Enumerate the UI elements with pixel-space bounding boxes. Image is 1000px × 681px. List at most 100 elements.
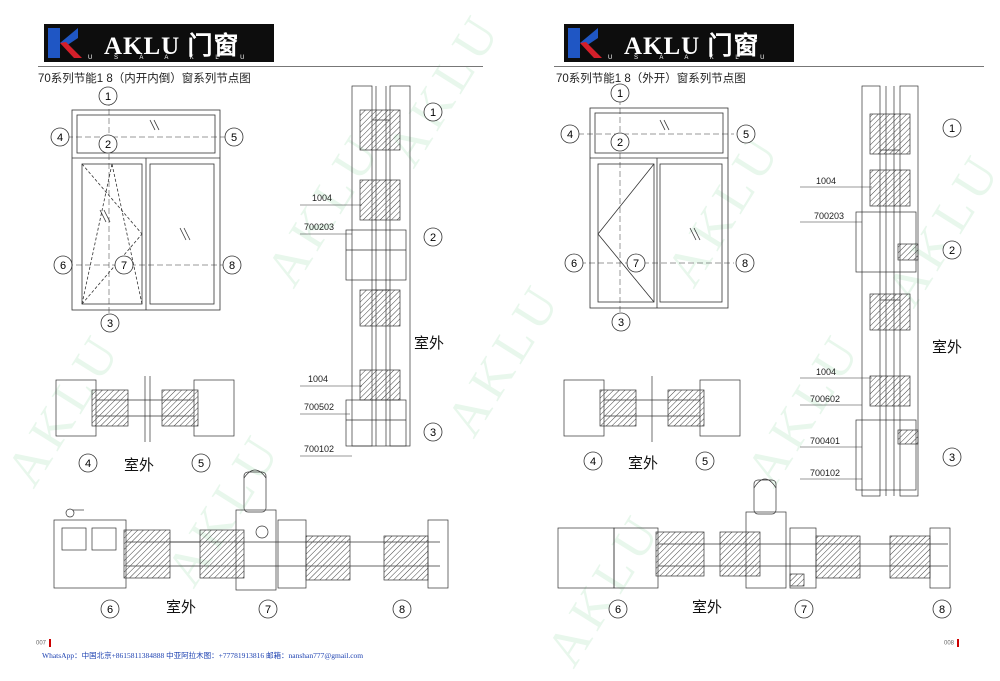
callout-bottom-6: 6 (100, 599, 120, 619)
horizontal-section-bottom (557, 478, 951, 589)
header-rule (554, 66, 984, 67)
part-label: 1004 (308, 374, 328, 384)
brand-logo: AKLU 门窗 U S A A K L U (44, 24, 274, 62)
svg-text:8: 8 (742, 258, 748, 270)
callout-bottom-8: 8 (392, 599, 412, 619)
vertical-section (345, 85, 411, 447)
outside-label: 室外 (166, 598, 196, 616)
page-outward-opening: AKLU 门窗 U S A A K L U 70系列节能1 8（外开）窗系列节点… (500, 0, 1000, 681)
page-number: 007 (36, 639, 54, 647)
aklu-k-icon (568, 28, 602, 58)
svg-text:3: 3 (949, 452, 955, 464)
part-labels: 1004 700203 1004 700502 700102 (300, 193, 362, 457)
header-rule (38, 66, 483, 67)
part-label: 700203 (814, 211, 844, 221)
horizontal-section-top (55, 376, 235, 442)
svg-text:3: 3 (618, 317, 624, 329)
part-label: 700401 (810, 436, 840, 446)
svg-text:8: 8 (399, 604, 405, 616)
svg-text:6: 6 (60, 260, 66, 272)
outside-label: 室外 (414, 334, 444, 352)
callout-bottom-7: 7 (794, 599, 814, 619)
callout-section-3: 3 (423, 422, 443, 442)
svg-text:4: 4 (85, 458, 91, 470)
aklu-k-icon (48, 28, 82, 58)
svg-text:1: 1 (430, 107, 436, 119)
callout-bottom-8: 8 (932, 599, 952, 619)
callout-section-2: 2 (423, 227, 443, 247)
outside-labels: 室外 室外 室外 (124, 334, 444, 616)
svg-text:7: 7 (801, 604, 807, 616)
horizontal-section-bottom (53, 469, 449, 591)
svg-text:6: 6 (571, 258, 577, 270)
outside-label: 室外 (124, 456, 154, 474)
callout-mid-4: 4 (583, 451, 603, 471)
page-title: 70系列节能1 8（内开内倒）窗系列节点图 (38, 73, 251, 85)
callout-2: 2 (98, 134, 118, 154)
brand-name: AKLU 门窗 (104, 33, 240, 60)
technical-drawing: 1 2 4 5 6 7 8 (50, 85, 449, 619)
svg-text:4: 4 (567, 129, 573, 141)
callout-mid-5: 5 (695, 451, 715, 471)
callout-3: 3 (611, 312, 631, 332)
svg-text:7: 7 (121, 260, 127, 272)
callout-section-1: 1 (423, 102, 443, 122)
svg-text:4: 4 (57, 132, 63, 144)
callout-8: 8 (222, 255, 242, 275)
callout-7: 7 (626, 253, 646, 273)
svg-text:6: 6 (615, 604, 621, 616)
callout-bottom-6: 6 (608, 599, 628, 619)
svg-text:7: 7 (633, 258, 639, 270)
outside-label: 室外 (932, 338, 962, 356)
part-label: 700602 (810, 394, 840, 404)
callout-3: 3 (100, 313, 120, 333)
brand-name: AKLU 门窗 (624, 33, 760, 60)
horizontal-section-top (563, 376, 741, 442)
page-number: 008 (944, 639, 962, 647)
callout-4: 4 (50, 127, 70, 147)
callout-4: 4 (560, 124, 580, 144)
part-label: 1004 (312, 193, 332, 203)
part-label: 1004 (816, 367, 836, 377)
callout-6: 6 (53, 255, 73, 275)
callout-7: 7 (114, 255, 134, 275)
svg-text:5: 5 (198, 458, 204, 470)
window-elevation (578, 90, 734, 320)
callout-5: 5 (736, 124, 756, 144)
svg-text:2: 2 (617, 137, 623, 149)
part-label: 700203 (304, 222, 334, 232)
callout-2: 2 (610, 132, 630, 152)
svg-text:2: 2 (430, 232, 436, 244)
svg-text:3: 3 (430, 427, 436, 439)
brand-logo: AKLU 门窗 U S A A K L U (564, 24, 794, 62)
svg-text:6: 6 (107, 604, 113, 616)
callout-group: 1 2 4 5 6 7 8 (560, 83, 962, 619)
svg-text:5: 5 (702, 456, 708, 468)
callout-group: 1 2 4 5 6 7 8 (50, 86, 443, 619)
svg-text:5: 5 (231, 132, 237, 144)
part-label: 1004 (816, 176, 836, 186)
contact-info: WhatsApp：中国北京+8615811384888 中亚阿拉木图：+7778… (42, 651, 364, 660)
brand-tagline: U S A A K L U (88, 55, 255, 61)
part-label: 700502 (304, 402, 334, 412)
svg-text:8: 8 (939, 604, 945, 616)
svg-text:2: 2 (105, 139, 111, 151)
callout-6: 6 (564, 253, 584, 273)
page-inward-opening: AKLU 门窗 U S A A K L U 70系列节能1 8（内开内倒）窗系列… (36, 24, 483, 660)
window-elevation (58, 100, 228, 320)
outside-label: 室外 (692, 598, 722, 616)
svg-text:3: 3 (107, 318, 113, 330)
callout-mid-5: 5 (191, 453, 211, 473)
callout-section-3: 3 (942, 447, 962, 467)
svg-text:7: 7 (265, 604, 271, 616)
technical-drawing: 1 2 4 5 6 7 8 (557, 83, 962, 619)
vertical-section (855, 85, 919, 497)
callout-bottom-7: 7 (258, 599, 278, 619)
brand-tagline: U S A A K L U (608, 55, 775, 61)
page-title: 70系列节能1 8（外开）窗系列节点图 (556, 73, 746, 85)
part-labels: 1004 700203 1004 700602 700401 700102 (800, 176, 872, 480)
callout-5: 5 (224, 127, 244, 147)
callout-1: 1 (610, 83, 630, 103)
svg-text:4: 4 (590, 456, 596, 468)
outside-label: 室外 (628, 454, 658, 472)
